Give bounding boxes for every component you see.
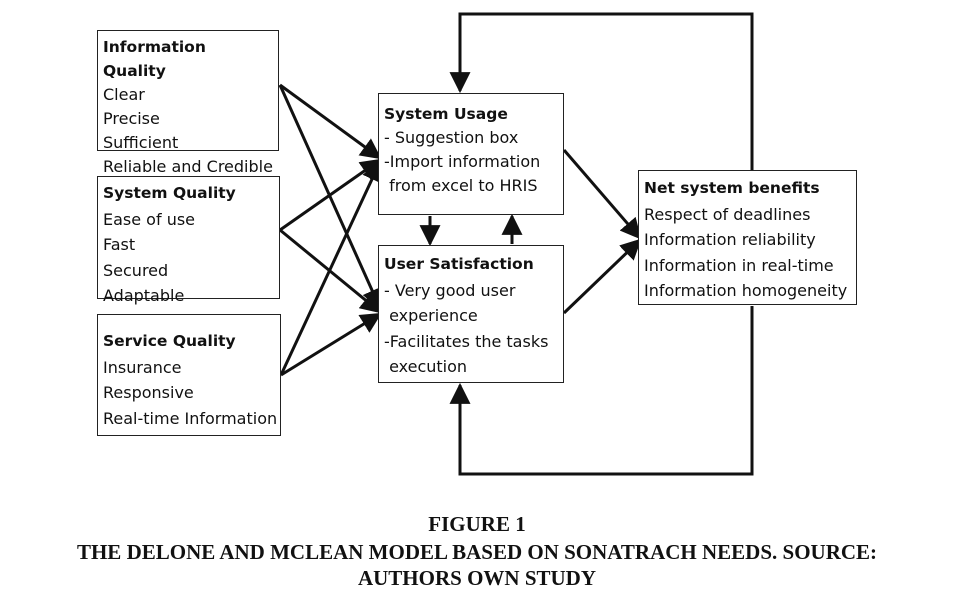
list-item: Information homogeneity <box>644 281 848 300</box>
system-usage-title: System Usage <box>384 105 508 123</box>
user-satisfaction-title: User Satisfaction <box>384 255 534 273</box>
list-item: Reliable and Credible <box>103 157 273 176</box>
information-quality-box: Information Quality Clear Precise Suffic… <box>97 30 279 176</box>
list-item: Ease of use <box>103 209 196 229</box>
service-quality-title: Service Quality <box>103 332 236 350</box>
system-quality-box: System Quality Ease of use Fast Secured … <box>97 176 280 305</box>
list-item: Sufficient <box>103 133 179 152</box>
system-quality-title: System Quality <box>103 184 236 202</box>
list-item: Respect of deadlines <box>644 204 811 224</box>
figure-number: FIGURE 1 <box>428 512 526 536</box>
user-satisfaction-box: User Satisfaction - Very good user exper… <box>378 245 564 383</box>
list-item: Insurance <box>103 357 182 377</box>
list-item: - Suggestion box <box>384 128 519 147</box>
arrow-infoquality-to-usage <box>279 83 382 160</box>
arrow-servicequality-to-satisfaction <box>280 312 382 377</box>
figure-caption-line-1: THE DELONE AND MCLEAN MODEL BASED ON SON… <box>76 540 878 564</box>
figure-caption-line-2: AUTHORS OWN STUDY <box>357 566 597 590</box>
list-item: - Very good user <box>384 280 516 300</box>
arrow-servicequality-to-usage <box>279 160 382 376</box>
net-system-benefits-title: Net system benefits <box>644 179 820 197</box>
list-item: Clear <box>103 85 145 104</box>
information-quality-title: Information Quality <box>103 38 206 80</box>
system-usage-box: System Usage - Suggestion box -Import in… <box>378 93 564 215</box>
list-item: Precise <box>103 109 160 128</box>
list-item: Responsive <box>103 383 194 402</box>
list-item: Real-time Information <box>103 408 278 428</box>
list-item: Information reliability <box>644 230 816 249</box>
list-item: Information in real-time <box>644 255 834 275</box>
net-system-benefits-box: Net system benefits Respect of deadlines… <box>638 170 857 305</box>
list-item: Fast <box>103 235 136 254</box>
list-item: execution <box>384 357 468 376</box>
list-item: from excel to HRIS <box>384 176 538 195</box>
list-item: experience <box>384 306 478 325</box>
arrow-usage-to-benefits <box>562 149 642 240</box>
list-item: Adaptable <box>103 286 185 305</box>
list-item: Secured <box>103 260 169 280</box>
list-item: -Import information <box>384 152 541 171</box>
arrow-satisfaction-to-benefits <box>562 238 642 315</box>
list-item: -Facilitates the tasks <box>384 331 549 351</box>
service-quality-box: Service Quality Insurance Responsive Rea… <box>97 314 281 436</box>
feedback-arrow-to-usage <box>449 12 754 170</box>
feedback-arrow-to-satisfaction <box>449 306 754 476</box>
